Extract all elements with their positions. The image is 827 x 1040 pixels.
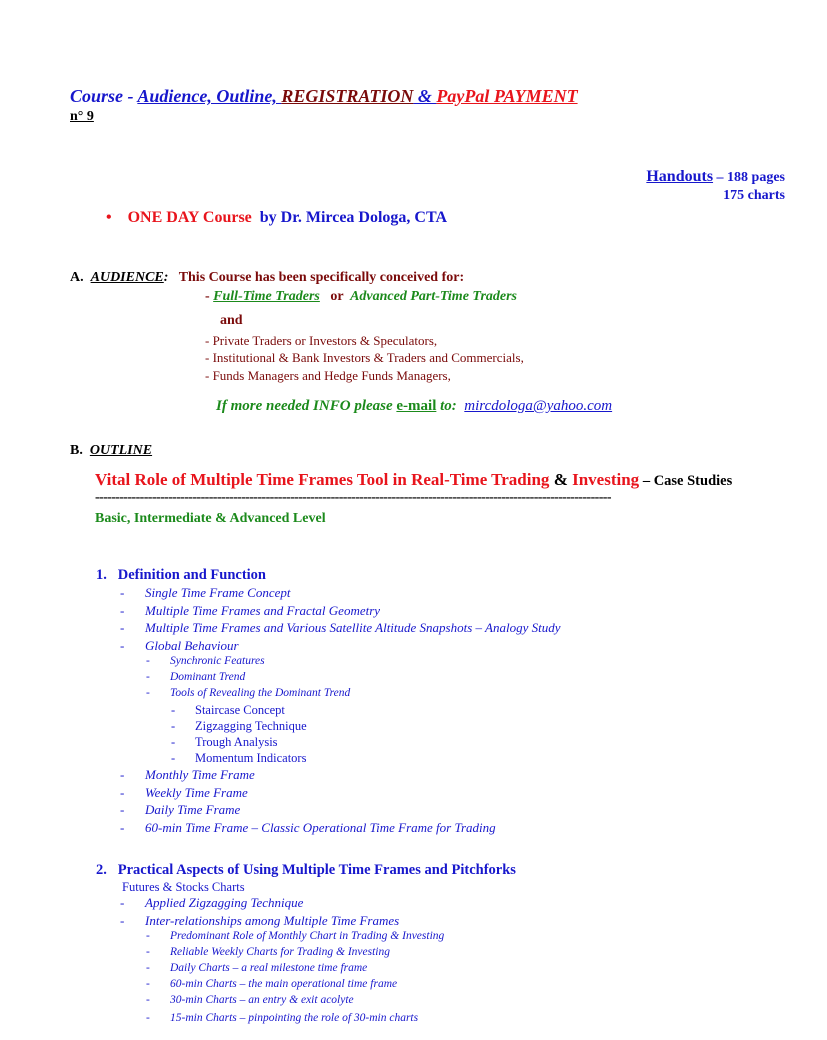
section1-title: 1. Definition and Function (96, 567, 266, 583)
list-item-text: Zigzagging Technique (195, 719, 307, 733)
list-item-text: Momentum Indicators (195, 751, 307, 765)
list-item-text: Staircase Concept (195, 703, 285, 717)
list-item-text: Inter-relationships among Multiple Time … (145, 913, 400, 928)
email-address-link[interactable]: mircdologa@yahoo.com (464, 398, 613, 414)
dash-bullet: - (171, 719, 176, 733)
list-item-text: 60-min Time Frame – Classic Operational … (145, 820, 496, 835)
list-item-text: 30-min Charts – an entry & exit acolyte (170, 994, 354, 1006)
audience-and: and (220, 313, 243, 328)
handouts-info: Handouts – 188 pages (646, 168, 785, 185)
list-item-text: Applied Zigzagging Technique (145, 895, 304, 910)
list-item-text: Multiple Time Frames and Various Satelli… (145, 620, 561, 635)
list-item-text: Trough Analysis (195, 735, 278, 749)
dash-bullet: - (146, 994, 150, 1006)
list-item-text: Single Time Frame Concept (145, 585, 291, 600)
dash-bullet: - (146, 946, 150, 958)
list-item-text: Weekly Time Frame (145, 785, 248, 800)
level: Basic, Intermediate & Advanced Level (95, 511, 326, 526)
audience-item: - Funds Managers and Hedge Funds Manager… (205, 368, 451, 383)
dash-bullet: - (120, 802, 125, 817)
list-item-text: Reliable Weekly Charts for Trading & Inv… (170, 946, 390, 958)
list-item-text: 15-min Charts – pinpointing the role of … (170, 1012, 419, 1024)
document-title: Course - Audience, Outline, REGISTRATION… (70, 86, 578, 106)
dash-bullet: - (120, 638, 125, 653)
audience-item: - Institutional & Bank Investors & Trade… (205, 350, 524, 365)
list-item-text: Dominant Trend (170, 671, 246, 683)
course-bullet: • ONE DAY Course by Dr. Mircea Dologa, C… (106, 209, 448, 226)
dash-bullet: - (146, 1012, 150, 1024)
registration-link[interactable]: REGISTRATION (281, 86, 414, 106)
dash-bullet: - (146, 930, 150, 942)
dash-bullet: - (120, 820, 125, 835)
dash-bullet: - (146, 671, 150, 683)
audience-target: - Full-Time Traders or Advanced Part-Tim… (205, 289, 517, 304)
handouts-link[interactable]: Handouts (646, 168, 714, 185)
list-item-text: Multiple Time Frames and Fractal Geometr… (145, 603, 381, 618)
course-number: n° 9 (70, 109, 94, 124)
amp-link[interactable]: & (413, 86, 437, 106)
section2-note: Futures & Stocks Charts (122, 880, 245, 894)
dash-bullet: - (171, 735, 176, 749)
handouts-charts: 175 charts (723, 188, 785, 203)
dash-bullet: - (146, 655, 150, 667)
dash-bullet: - (120, 620, 125, 635)
list-item-text: Monthly Time Frame (145, 767, 255, 782)
section2-title: 2. Practical Aspects of Using Multiple T… (96, 862, 516, 878)
outline-title: Vital Role of Multiple Time Frames Tool … (95, 470, 733, 489)
list-item-text: Tools of Revealing the Dominant Trend (170, 687, 351, 699)
audience-heading: A. AUDIENCE: This Course has been specif… (70, 270, 465, 285)
list-item-text: Predominant Role of Monthly Chart in Tra… (170, 930, 445, 942)
divider: ----------------------------------------… (95, 490, 611, 505)
list-item-text: Global Behaviour (145, 638, 239, 653)
dash-bullet: - (120, 767, 125, 782)
audience-item: - Private Traders or Investors & Specula… (205, 333, 438, 348)
dash-bullet: - (171, 703, 176, 717)
email-link[interactable]: e-mail (396, 398, 437, 414)
dash-bullet: - (120, 603, 125, 618)
list-item-text: Daily Time Frame (145, 802, 241, 817)
dash-bullet: - (146, 978, 150, 990)
info-line: If more needed INFO please e-mail to: mi… (216, 398, 613, 414)
list-item-text: Synchronic Features (170, 655, 265, 667)
dash-bullet: - (120, 913, 125, 928)
dash-bullet: - (146, 687, 150, 699)
dash-bullet: - (146, 962, 150, 974)
audience-outline-link[interactable]: Audience, Outline, (137, 86, 282, 106)
dash-bullet: - (120, 585, 125, 600)
dash-bullet: - (171, 751, 176, 765)
paypal-link[interactable]: PayPal PAYMENT (436, 86, 578, 106)
outline-heading: B. OUTLINE (70, 443, 153, 458)
dash-bullet: - (120, 895, 125, 910)
list-item-text: Daily Charts – a real milestone time fra… (170, 962, 368, 974)
dash-bullet: - (120, 785, 125, 800)
list-item-text: 60-min Charts – the main operational tim… (170, 978, 398, 990)
bullet-icon: • (106, 209, 112, 226)
